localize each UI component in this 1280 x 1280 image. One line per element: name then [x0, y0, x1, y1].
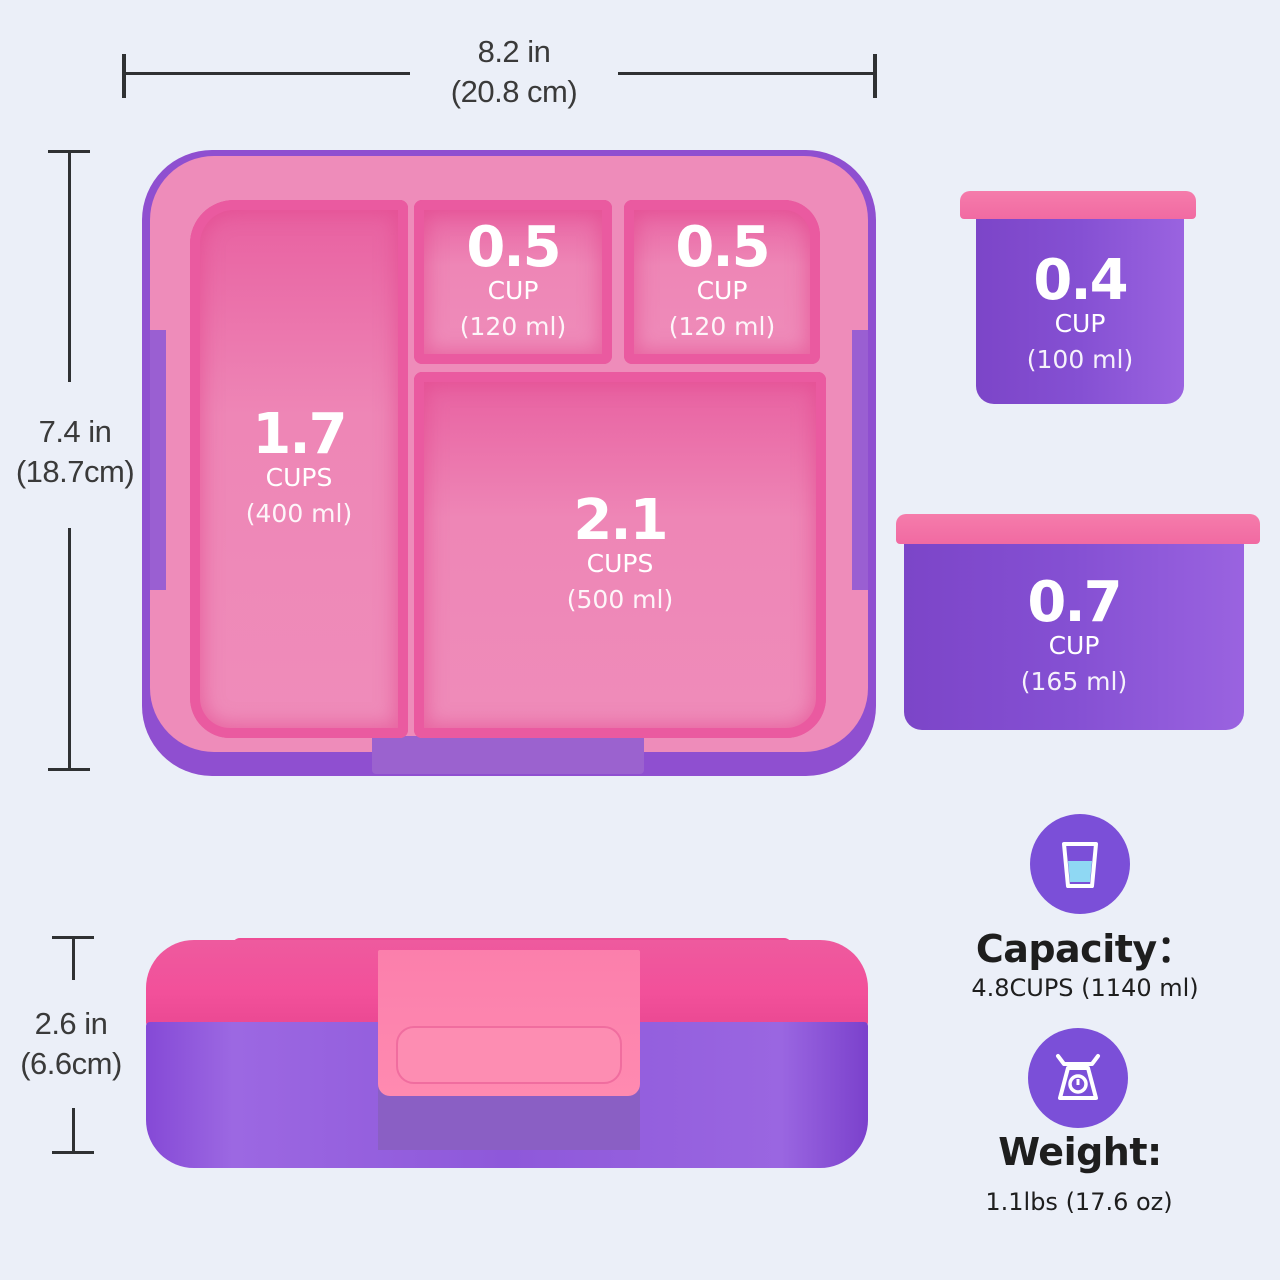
- container-ml: (100 ml): [1026, 345, 1134, 374]
- width-dim-right-cap: [873, 54, 877, 98]
- length-inches: 7.4 in: [38, 414, 112, 449]
- tray-notch-left: [150, 330, 166, 590]
- container-amount: 0.7: [1027, 570, 1122, 635]
- compartment-small-top-left: 0.5 CUP (120 ml): [414, 200, 612, 364]
- weight-label: Weight:: [998, 1130, 1162, 1174]
- height-dim-bottom-cap: [52, 1151, 94, 1154]
- capacity-label: Capacity：: [975, 927, 1195, 971]
- length-dim-line-bottom: [68, 528, 71, 770]
- compartment-large-left: 1.7 CUPS (400 ml): [190, 200, 408, 738]
- glass-of-water-icon: [1030, 814, 1130, 914]
- width-dim-left-cap: [122, 54, 126, 98]
- height-cm: (6.6cm): [20, 1046, 122, 1081]
- compartment-small-top-right: 0.5 CUP (120 ml): [624, 200, 820, 364]
- height-dim-line-top: [72, 936, 75, 980]
- compartment-ml: (500 ml): [566, 585, 674, 614]
- width-inches: 8.2 in: [477, 34, 551, 69]
- compartment-amount: 0.5: [466, 215, 561, 280]
- tray-notch-bottom: [372, 736, 644, 774]
- container-small-body: 0.4 CUP (100 ml): [976, 208, 1184, 404]
- container-small-lid: [960, 191, 1196, 219]
- compartment-ml: (120 ml): [668, 312, 776, 341]
- compartment-amount: 0.5: [675, 215, 770, 280]
- container-unit: CUP: [1048, 631, 1100, 660]
- container-amount: 0.4: [1033, 248, 1128, 313]
- length-dim-line-top: [68, 150, 71, 382]
- container-medium-lid: [896, 514, 1260, 544]
- height-dim-label: 2.6 in (6.6cm): [6, 1004, 136, 1084]
- compartment-ml: (400 ml): [245, 499, 353, 528]
- side-latch-grip: [396, 1026, 622, 1084]
- compartment-unit: CUP: [696, 276, 748, 305]
- compartment-unit: CUP: [487, 276, 539, 305]
- compartment-amount: 2.1: [573, 488, 668, 553]
- compartment-main: 2.1 CUPS (500 ml): [414, 372, 826, 738]
- container-medium-body: 0.7 CUP (165 ml): [904, 530, 1244, 730]
- compartment-unit: CUPS: [586, 549, 654, 578]
- compartment-unit: CUPS: [265, 463, 333, 492]
- width-dim-label: 8.2 in (20.8 cm): [412, 32, 616, 112]
- length-dim-label: 7.4 in (18.7cm): [4, 412, 146, 492]
- capacity-value: 4.8CUPS (1140 ml): [971, 974, 1199, 1002]
- length-cm: (18.7cm): [15, 454, 135, 489]
- tray-notch-right: [852, 330, 868, 590]
- height-inches: 2.6 in: [34, 1006, 108, 1041]
- container-unit: CUP: [1054, 309, 1106, 338]
- height-dim-line-bottom: [72, 1108, 75, 1152]
- length-dim-bottom-cap: [48, 768, 90, 771]
- width-dim-line-right: [618, 72, 876, 75]
- kitchen-scale-icon: [1028, 1028, 1128, 1128]
- width-cm: (20.8 cm): [450, 74, 578, 109]
- compartment-ml: (120 ml): [459, 312, 567, 341]
- container-ml: (165 ml): [1020, 667, 1128, 696]
- compartment-amount: 1.7: [252, 402, 347, 467]
- weight-value: 1.1lbs (17.6 oz): [985, 1188, 1173, 1216]
- width-dim-line-left: [124, 72, 410, 75]
